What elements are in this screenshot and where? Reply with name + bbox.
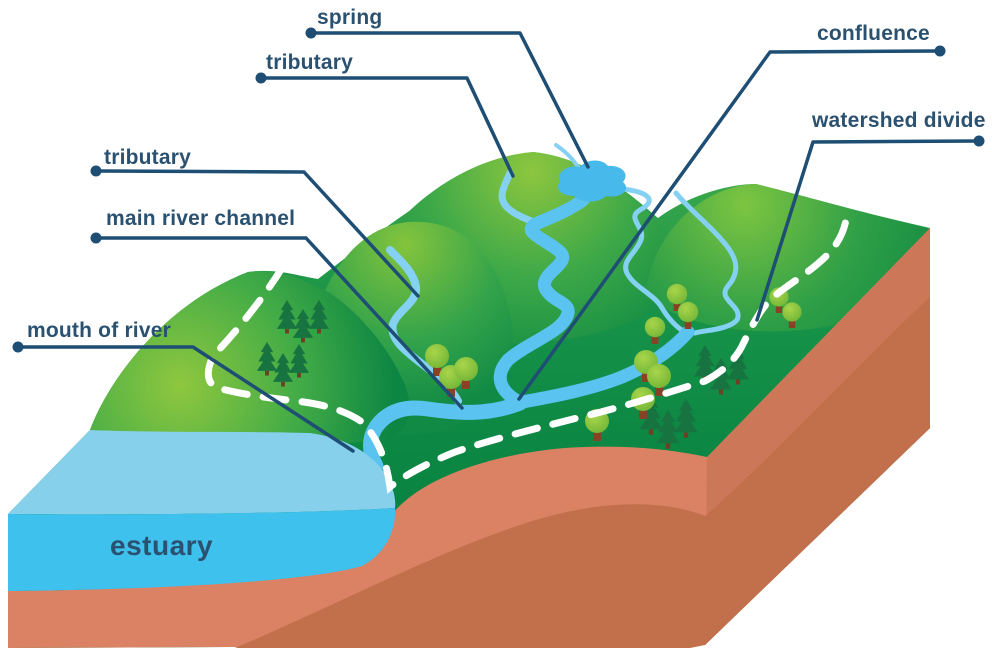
label-mouth-of-river: mouth of river [27,319,171,342]
left-hill [90,271,410,445]
leader-dot [12,341,24,353]
stream-east-of-spring [620,186,689,336]
leader-dot [934,45,946,57]
leader-dot [90,165,102,177]
leader-dot [305,27,317,39]
label-estuary: estuary [110,530,214,561]
right-hill-stream [673,190,741,336]
leader-watershed-divide [755,139,981,322]
spring-pond [557,160,627,202]
leader-confluence [517,49,942,401]
main-river-lower [362,395,528,474]
leader-spring [309,31,590,169]
label-confluence: confluence [817,22,930,45]
tributary-stream-west [498,169,539,227]
leader-dot [90,232,102,244]
leader-dot [973,135,985,147]
label-tributary-upper: tributary [266,51,353,74]
leader-tributary-upper [259,76,515,178]
label-watershed-divide: watershed divide [812,109,986,132]
soil-lower-layer [235,297,930,648]
right-hill [645,184,929,332]
estuary-front-face [8,508,396,591]
label-main-river-channel: main river channel [106,207,296,230]
leader-main-river-channel [94,236,464,410]
spring-outflow-stub [554,143,580,169]
label-spring: spring [317,6,383,29]
leader-dot [255,72,267,84]
watershed-divide-line [204,208,851,494]
leader-mouth-of-river [16,345,355,453]
east-tributary-river [515,325,695,409]
tributary-stream-middle [386,246,462,405]
estuary-top-surface [8,430,396,515]
main-river-upper [493,193,590,409]
leader-tributary-left [94,169,420,298]
label-tributary-left: tributary [104,146,191,169]
leader-dots [12,27,985,353]
